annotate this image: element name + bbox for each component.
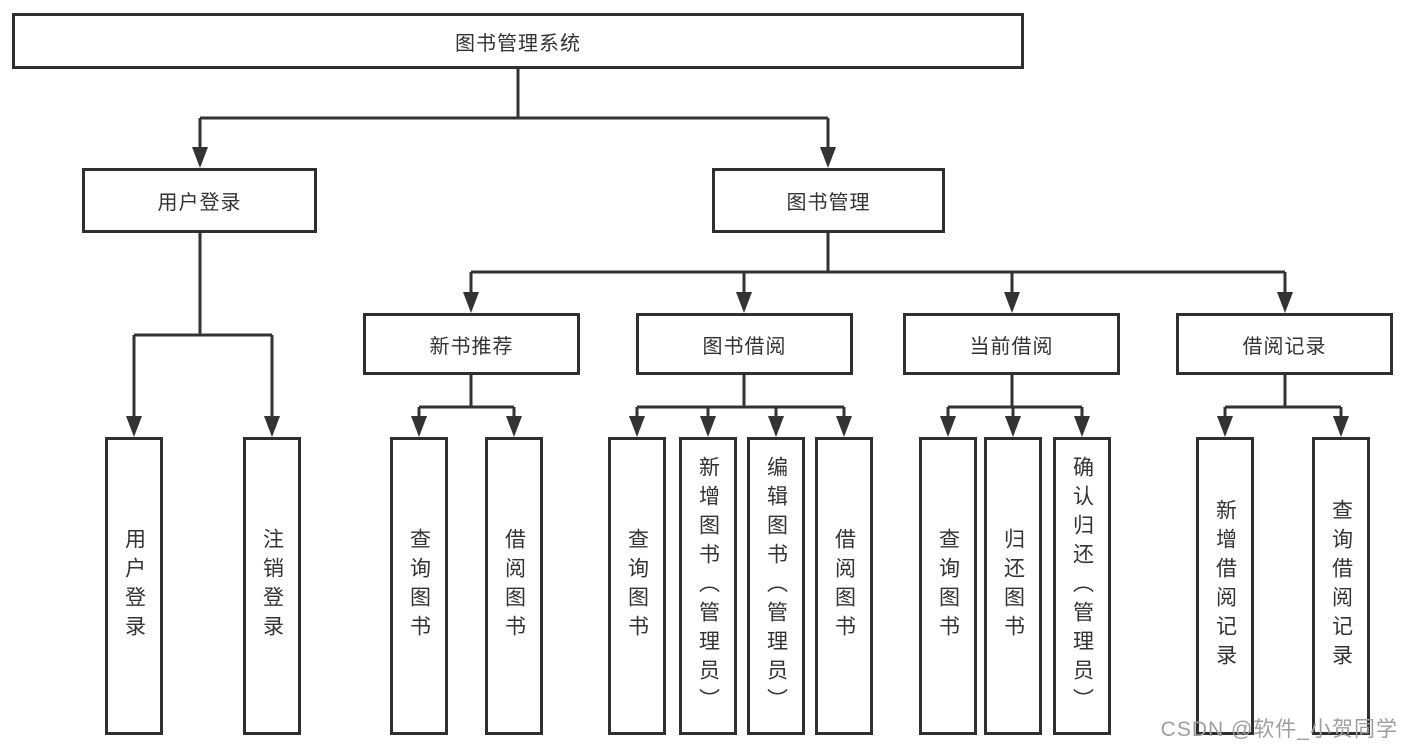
leaf-current-return-books: 归还图书 — [984, 437, 1042, 735]
leaf-borrow-borrow-books: 借阅图书 — [815, 437, 873, 735]
leaf-recommend-query-books: 查询图书 — [390, 437, 448, 735]
leaf-borrow-edit-books-admin: 编辑图书（管理员） — [747, 437, 805, 735]
node-book-borrow: 图书借阅 — [636, 313, 853, 375]
leaf-logout: 注销登录 — [243, 437, 301, 735]
leaf-records-add-record: 新增借阅记录 — [1196, 437, 1254, 735]
leaf-borrow-add-books-admin: 新增图书（管理员） — [679, 437, 737, 735]
leaf-current-confirm-return-admin: 确认归还（管理员） — [1053, 437, 1111, 735]
leaf-recommend-borrow-books: 借阅图书 — [485, 437, 543, 735]
node-user-login: 用户登录 — [82, 168, 317, 233]
leaf-records-query-record: 查询借阅记录 — [1312, 437, 1370, 735]
node-library-system: 图书管理系统 — [12, 13, 1024, 69]
node-borrow-records: 借阅记录 — [1176, 313, 1393, 375]
node-current-borrow: 当前借阅 — [903, 313, 1120, 375]
leaf-user-login: 用户登录 — [105, 437, 163, 735]
arrowheads — [126, 147, 1349, 437]
csdn-watermark: CSDN @软件_小贺同学 — [1160, 718, 1398, 741]
node-new-book-recommend: 新书推荐 — [363, 313, 580, 375]
leaf-borrow-query-books: 查询图书 — [608, 437, 666, 735]
node-book-management: 图书管理 — [712, 168, 945, 233]
leaf-current-query-books: 查询图书 — [919, 437, 977, 735]
